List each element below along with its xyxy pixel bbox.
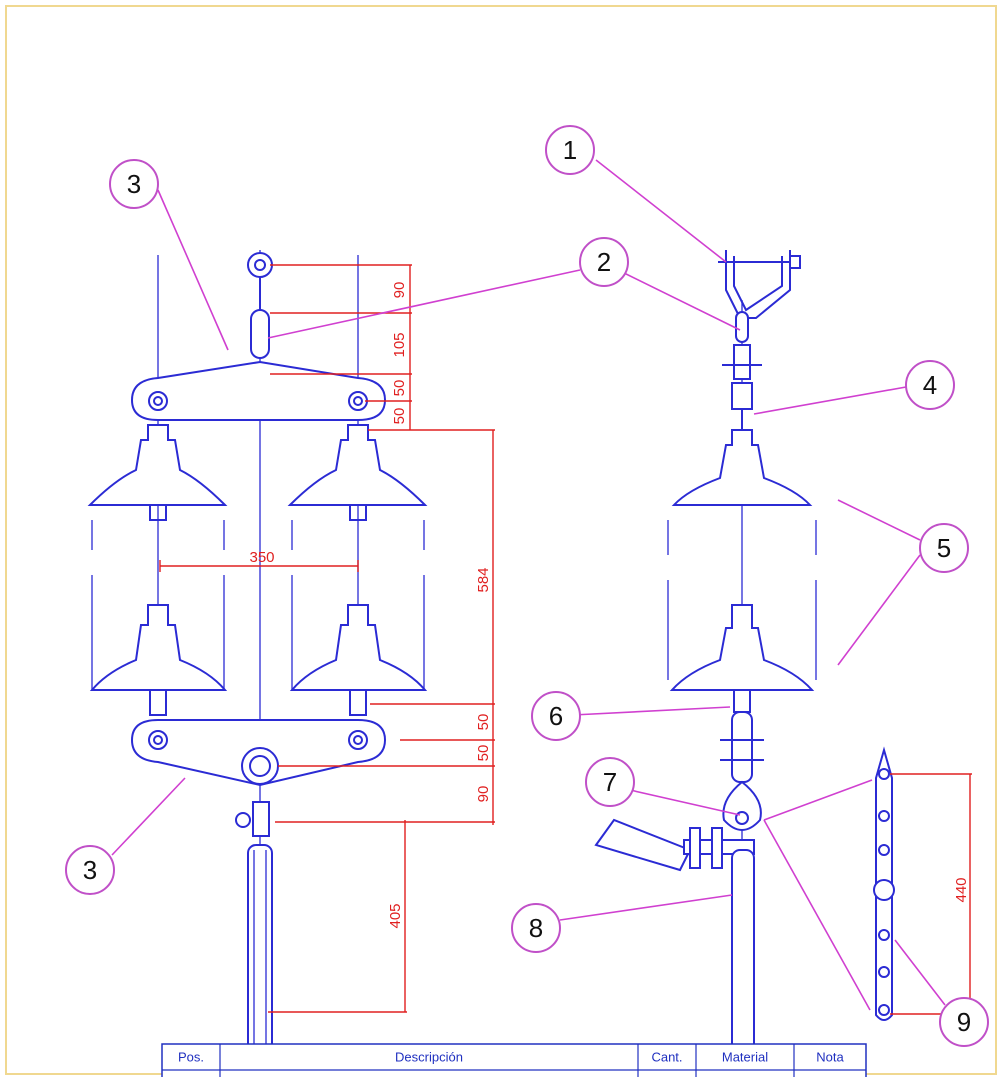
table-header-material: Material xyxy=(722,1050,768,1065)
parts-table: Pos. Descripción Cant. Material Nota xyxy=(161,1043,867,1077)
dim-50-a: 50 xyxy=(391,380,408,397)
eye-link xyxy=(722,780,762,831)
suspension-clamp-side xyxy=(594,818,755,1063)
dim-584: 584 xyxy=(475,567,492,592)
upper-yoke-plate xyxy=(130,360,387,421)
front-view: 90 105 50 50 350 584 50 50 90 405 xyxy=(87,250,495,1072)
suspension-clamp xyxy=(235,801,273,1066)
table-header-descripcion: Descripción xyxy=(395,1050,463,1065)
balloon-3-upper: 3 xyxy=(109,159,159,209)
dim-440: 440 xyxy=(953,877,970,902)
insulator-side-upper xyxy=(667,429,817,680)
dim-50-d: 50 xyxy=(475,745,492,762)
hook-link xyxy=(722,311,762,430)
balloon-5: 5 xyxy=(919,523,969,573)
balloon-8: 8 xyxy=(511,903,561,953)
svg-text:3: 3 xyxy=(83,855,97,885)
dim-50-c: 50 xyxy=(475,714,492,731)
table-header-pos: Pos. xyxy=(178,1050,204,1065)
balloon-1: 1 xyxy=(545,125,595,175)
svg-text:8: 8 xyxy=(529,913,543,943)
lower-yoke-plate xyxy=(130,719,387,787)
balloon-6: 6 xyxy=(531,691,581,741)
svg-text:9: 9 xyxy=(957,1007,971,1037)
svg-text:7: 7 xyxy=(603,767,617,797)
svg-text:1: 1 xyxy=(563,135,577,165)
svg-text:2: 2 xyxy=(597,247,611,277)
leader-lines xyxy=(111,159,946,1011)
balloon-3-lower: 3 xyxy=(65,845,115,895)
link-bar: 440 xyxy=(873,746,972,1021)
table-header-nota: Nota xyxy=(816,1050,844,1065)
socket-clevis xyxy=(720,711,764,783)
front-dimensions: 90 105 50 50 350 584 50 50 90 405 xyxy=(159,264,495,1013)
svg-text:6: 6 xyxy=(549,701,563,731)
clevis-bracket xyxy=(718,250,801,319)
svg-text:5: 5 xyxy=(937,533,951,563)
dim-105: 105 xyxy=(391,332,408,357)
dim-350: 350 xyxy=(249,549,274,566)
side-view: 440 xyxy=(594,250,972,1063)
balloon-7: 7 xyxy=(585,757,635,807)
balloon-9: 9 xyxy=(939,997,989,1047)
dim-90-bottom: 90 xyxy=(475,786,492,803)
insulator-string-left xyxy=(87,424,228,716)
balloon-4: 4 xyxy=(905,360,955,410)
svg-text:4: 4 xyxy=(923,370,937,400)
table-header-cant: Cant. xyxy=(651,1050,682,1065)
svg-text:3: 3 xyxy=(127,169,141,199)
dim-90-top: 90 xyxy=(391,282,408,299)
balloon-2: 2 xyxy=(579,237,629,287)
sheet-border xyxy=(5,5,997,1075)
insulator-string-right xyxy=(287,424,428,716)
insulator-side-lower xyxy=(669,604,815,713)
dim-405: 405 xyxy=(387,903,404,928)
dim-50-b: 50 xyxy=(391,408,408,425)
